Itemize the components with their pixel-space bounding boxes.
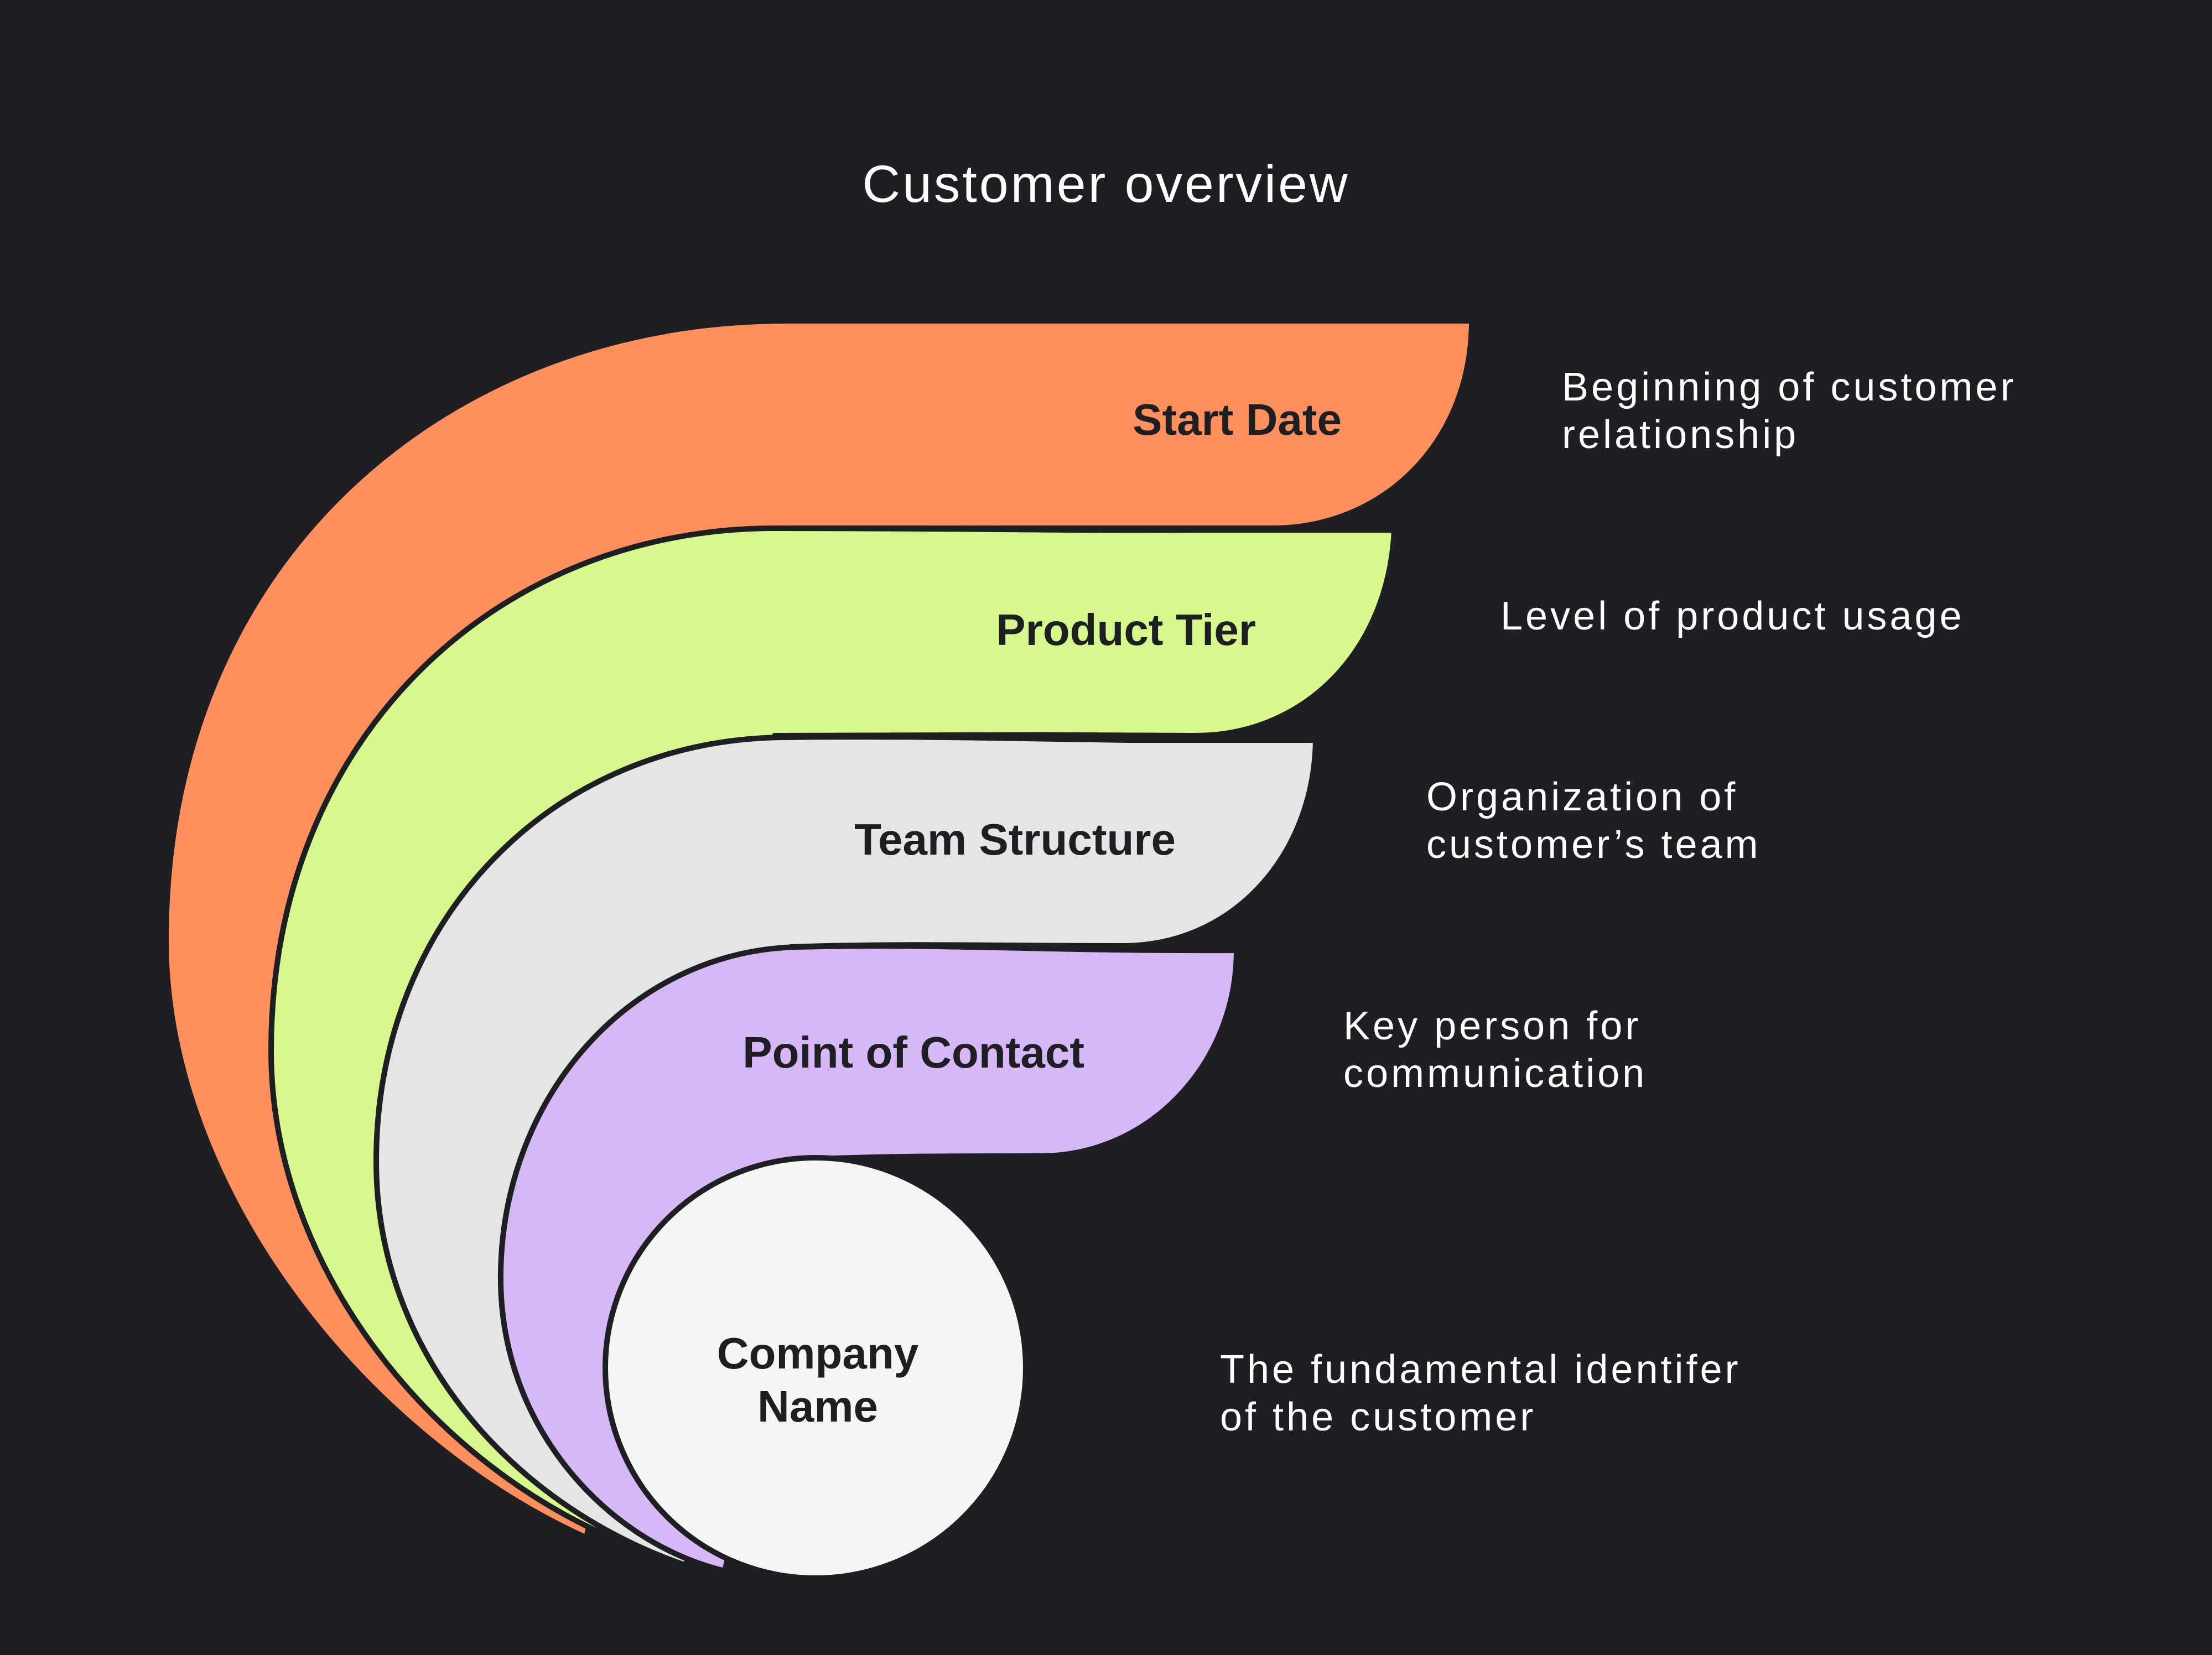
point-of-contact-label: Point of Contact [742, 1028, 1084, 1077]
start-date-description-line-2: relationship [1562, 413, 1799, 457]
company-name-description-line-2: of the customer [1220, 1395, 1536, 1439]
diagram-title: Customer overview [862, 155, 1349, 214]
start-date-label: Start Date [1133, 395, 1342, 444]
point-of-contact-description-line-2: communication [1343, 1052, 1647, 1096]
team-structure-label: Team Structure [854, 815, 1176, 864]
product-tier-description: Level of product usage [1500, 594, 1965, 638]
team-structure-description-line-2: customer’s team [1426, 823, 1761, 867]
product-tier-label: Product Tier [996, 605, 1256, 654]
company-name-circle [603, 1155, 1029, 1581]
company-name-label: Company [717, 1329, 919, 1378]
point-of-contact-description: Key person for [1343, 1004, 1641, 1048]
company-name-label-line-2: Name [757, 1382, 878, 1431]
company-name-description: The fundamental identifer [1220, 1347, 1741, 1392]
start-date-description: Beginning of customer [1562, 365, 2016, 409]
team-structure-description: Organization of [1426, 775, 1738, 819]
